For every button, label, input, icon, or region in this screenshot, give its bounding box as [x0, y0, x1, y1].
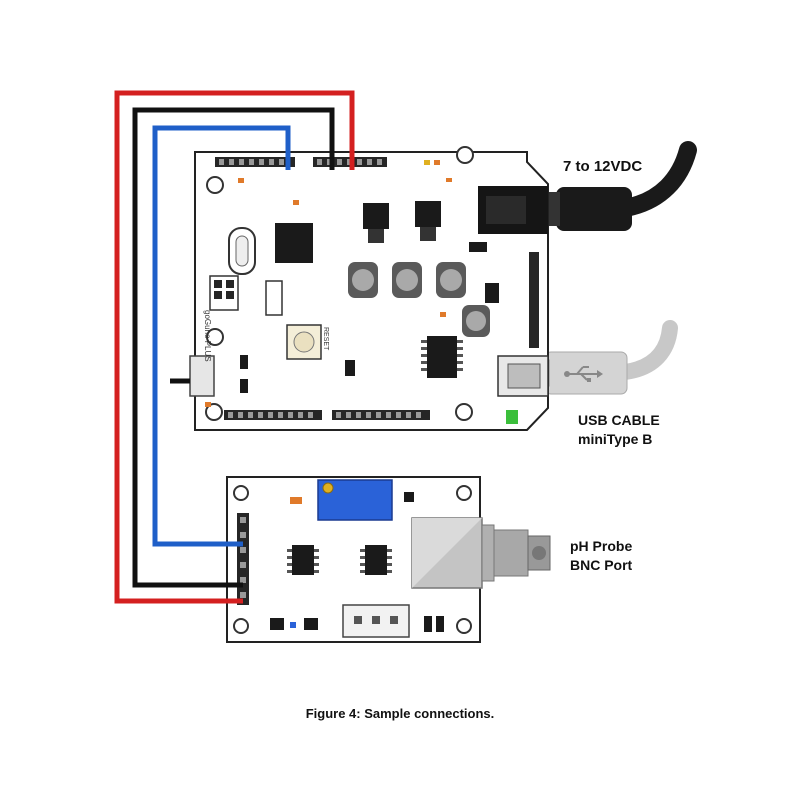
mount-hole — [456, 146, 474, 164]
right-header — [529, 252, 539, 348]
side-connector — [189, 355, 215, 397]
red-wire — [114, 90, 355, 604]
usb-cable-label-line1: USB CABLE — [578, 412, 660, 428]
led — [446, 178, 452, 182]
mount-hole — [206, 176, 224, 194]
usb-cable — [534, 320, 678, 395]
dc-jack-inner — [486, 196, 526, 224]
analog-header — [215, 157, 295, 167]
power-plug-tip — [546, 192, 560, 226]
regulator — [415, 201, 441, 227]
regulator-tab — [420, 227, 436, 241]
op-amp-chip — [365, 545, 387, 575]
blue-wire — [152, 125, 291, 547]
power-label: 7 to 12VDC — [563, 158, 643, 175]
ph-sensor-board — [226, 476, 551, 643]
usb-chip — [427, 336, 457, 378]
mount-hole — [455, 403, 473, 421]
ph-probe-label-line2: BNC Port — [570, 557, 633, 573]
op-amp-chip — [292, 545, 314, 575]
main-board — [170, 146, 549, 431]
capacitors — [348, 262, 490, 337]
usb-cable-wire — [617, 320, 678, 380]
black-wire — [132, 107, 335, 588]
mcu-chip — [275, 223, 313, 263]
green-led — [506, 410, 518, 424]
ph-pin-header — [237, 513, 249, 605]
ph-probe-label-line1: pH Probe — [570, 538, 633, 554]
ph-probe-label: pH Probe BNC Port — [570, 537, 632, 575]
regulator-tab — [368, 229, 384, 243]
power-cable-wire — [621, 141, 697, 216]
power-plug — [556, 187, 632, 231]
led — [434, 160, 440, 165]
power-cable — [546, 141, 697, 231]
usb-icon — [564, 366, 603, 382]
usb-cable-label-line2: miniType B — [578, 431, 653, 447]
bnc-connector — [411, 517, 551, 589]
figure-caption: Figure 4: Sample connections. — [305, 706, 495, 721]
mount-hole — [206, 328, 224, 346]
mount-hole — [205, 403, 223, 421]
wires — [114, 90, 355, 604]
regulator — [363, 203, 389, 229]
usb-cable-label: USB CABLE miniType B — [578, 411, 660, 449]
led — [424, 160, 430, 165]
